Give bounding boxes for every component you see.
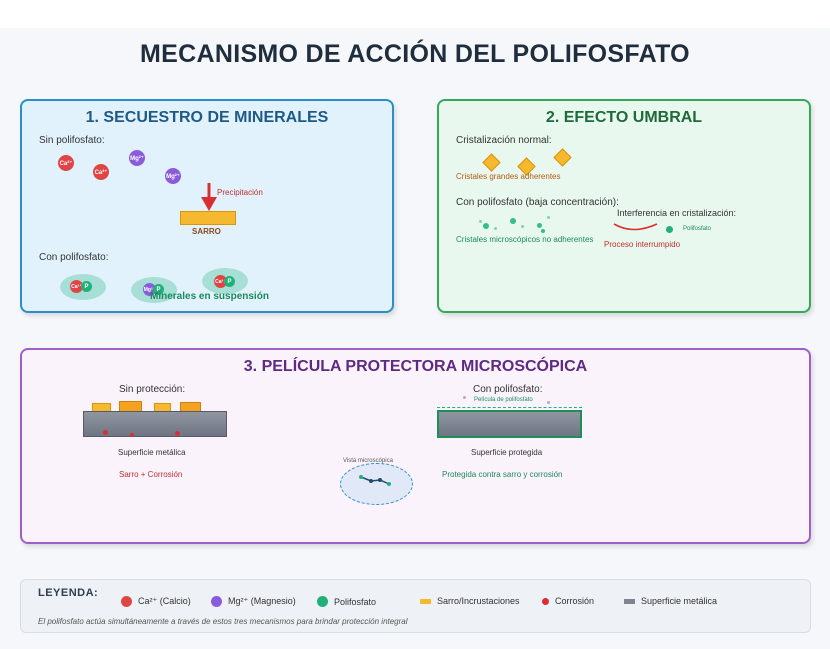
normal-crystallization-label: Cristalización normal: bbox=[456, 135, 552, 146]
legend-item-metal-surface: Superficie metálica bbox=[624, 596, 717, 606]
polyphosphate-molecule: P bbox=[153, 284, 164, 295]
micro-crystal bbox=[541, 229, 545, 233]
legend-item-magnesium: Mg²⁺ (Magnesio) bbox=[211, 596, 296, 607]
micro-crystal bbox=[537, 223, 542, 228]
microscopic-view bbox=[340, 463, 413, 505]
without-protection-label: Sin protección: bbox=[119, 384, 186, 395]
panel-title: 1. SECUESTRO DE MINERALES bbox=[85, 109, 329, 126]
film-label: Película de polifosfato bbox=[474, 397, 533, 403]
panel-title: 3. PELÍCULA PROTECTORA MICROSCÓPICA bbox=[243, 358, 588, 375]
with-polyphosphate-label: Con polifosfato (baja concentración): bbox=[456, 197, 619, 208]
metal-surface-swatch-icon bbox=[624, 598, 635, 604]
micro-crystal bbox=[479, 220, 482, 223]
calcium-ion: Ca²⁺ bbox=[214, 275, 227, 288]
panel-protective-film: 3. PELÍCULA PROTECTORA MICROSCÓPICA Sin … bbox=[20, 348, 811, 544]
legend-item-corrosion: Corrosión bbox=[542, 596, 594, 606]
micro-crystal bbox=[494, 227, 497, 230]
protected-label: Protegida contra sarro y corrosión bbox=[442, 470, 563, 479]
calcium-ion: Ca²⁺ bbox=[70, 280, 83, 293]
magnesium-swatch-icon bbox=[211, 596, 222, 607]
legend-label: Sarro/Incrustaciones bbox=[437, 596, 520, 606]
scale-swatch-icon bbox=[420, 598, 431, 604]
large-crystal bbox=[553, 148, 572, 167]
legend-item-calcium: Ca²⁺ (Calcio) bbox=[121, 596, 191, 607]
precipitation-label: Precipitación bbox=[217, 188, 263, 197]
magnesium-ion: Mg²⁺ bbox=[165, 168, 181, 184]
suspension-label: Minerales en suspensión bbox=[150, 291, 269, 302]
particle bbox=[547, 401, 550, 404]
scale-corrosion-label: Sarro + Corrosión bbox=[119, 470, 183, 479]
large-crystal bbox=[482, 153, 501, 172]
with-polyphosphate-label: Con polifosfato: bbox=[473, 384, 543, 395]
corrosion-spot bbox=[175, 431, 180, 436]
interference-label: Interferencia en cristalización: bbox=[617, 208, 737, 218]
panel-mineral-sequestration: 1. SECUESTRO DE MINERALES Sin polifosfat… bbox=[20, 99, 394, 313]
micro-crystal bbox=[547, 216, 550, 219]
legend-note: El polifosfato actúa simultáneamente a t… bbox=[38, 617, 408, 626]
corrosion-swatch-icon bbox=[542, 597, 549, 605]
metal-surface-label: Superficie metálica bbox=[118, 448, 186, 457]
legend-label: Ca²⁺ (Calcio) bbox=[138, 596, 191, 606]
legend-label: Superficie metálica bbox=[641, 596, 718, 606]
particle bbox=[463, 396, 466, 399]
protected-surface-label: Superficie protegida bbox=[471, 448, 543, 457]
legend: LEYENDA: Ca²⁺ (Calcio) Mg²⁺ (Magnesio) P… bbox=[20, 579, 811, 633]
scale-deposit bbox=[180, 211, 236, 225]
micro-crystal bbox=[510, 218, 516, 224]
legend-item-scale: Sarro/Incrustaciones bbox=[420, 596, 520, 606]
calcium-ion: Ca²⁺ bbox=[93, 164, 109, 180]
polyphosphate-molecule: P bbox=[224, 276, 235, 287]
micro-view-label: Vista microscópica bbox=[343, 458, 393, 464]
interrupted-arc-icon bbox=[613, 223, 658, 231]
interrupted-label: Proceso interrumpido bbox=[604, 240, 681, 249]
legend-title: LEYENDA: bbox=[38, 587, 99, 599]
page-title: MECANISMO DE ACCIÓN DEL POLIFOSFATO bbox=[140, 40, 690, 68]
polyphosphate-molecule bbox=[666, 226, 673, 233]
micro-crystal bbox=[483, 223, 489, 229]
polyphosphate-chain-icon bbox=[359, 475, 391, 486]
corrosion-spot bbox=[103, 430, 108, 435]
without-polyphosphate-label: Sin polifosfato: bbox=[39, 135, 105, 146]
polyphosphate-label: Polifosfato bbox=[683, 226, 712, 232]
micro-crystals-label: Cristales microscópicos no adherentes bbox=[456, 235, 594, 244]
panel-title: 2. EFECTO UMBRAL bbox=[545, 109, 703, 126]
calcium-ion: Ca²⁺ bbox=[58, 155, 74, 171]
corrosion-spot bbox=[130, 433, 134, 437]
magnesium-ion: Mg²⁺ bbox=[143, 283, 156, 296]
with-polyphosphate-label: Con polifosfato: bbox=[39, 252, 109, 263]
legend-label: Corrosión bbox=[555, 596, 595, 606]
large-crystals-label: Cristales grandes adherentes bbox=[456, 172, 561, 181]
legend-label: Mg²⁺ (Magnesio) bbox=[228, 596, 296, 606]
precipitation-arrow-icon bbox=[201, 183, 217, 211]
protected-metal-surface bbox=[437, 410, 582, 438]
magnesium-ion: Mg²⁺ bbox=[129, 150, 145, 166]
scale-label: SARRO bbox=[192, 227, 221, 236]
panel-threshold-effect: 2. EFECTO UMBRAL Cristalización normal: … bbox=[437, 99, 811, 313]
polyphosphate-swatch-icon bbox=[317, 596, 328, 607]
legend-label: Polifosfato bbox=[334, 596, 377, 607]
polyphosphate-molecule: P bbox=[81, 281, 92, 292]
legend-item-polyphosphate: Polifosfato bbox=[317, 596, 376, 607]
calcium-swatch-icon bbox=[121, 596, 132, 607]
micro-crystal bbox=[521, 225, 524, 228]
polyphosphate-film bbox=[437, 407, 582, 409]
